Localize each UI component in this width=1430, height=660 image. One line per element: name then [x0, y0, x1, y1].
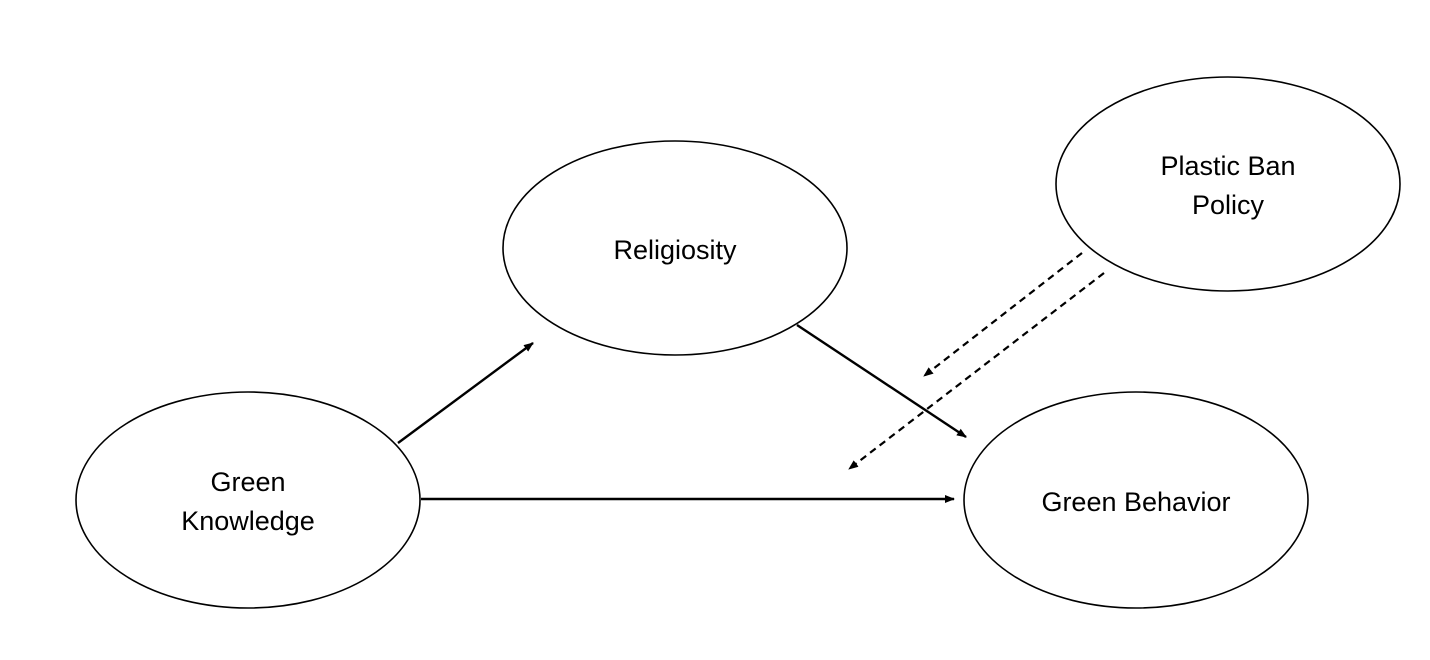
religiosity-label: Religiosity	[613, 235, 737, 265]
node-religiosity: Religiosity	[502, 140, 848, 356]
moderation-edge-to-direct-path	[848, 272, 1105, 470]
edge-religiosity-to-behavior	[796, 323, 967, 439]
edge-knowledge-to-religiosity	[397, 342, 534, 444]
node-plastic-ban-policy: Plastic Ban Policy	[1055, 76, 1401, 292]
plastic-ban-policy-label-line2: Policy	[1192, 190, 1265, 220]
node-green-knowledge: Green Knowledge	[75, 391, 421, 609]
green-knowledge-label-line2: Knowledge	[181, 506, 315, 536]
moderation-edge-to-religiosity-path	[923, 252, 1083, 377]
green-behavior-label: Green Behavior	[1041, 487, 1230, 517]
plastic-ban-policy-label-line1: Plastic Ban	[1160, 151, 1295, 181]
node-green-behavior: Green Behavior	[963, 391, 1309, 609]
green-knowledge-label-line1: Green	[210, 467, 285, 497]
